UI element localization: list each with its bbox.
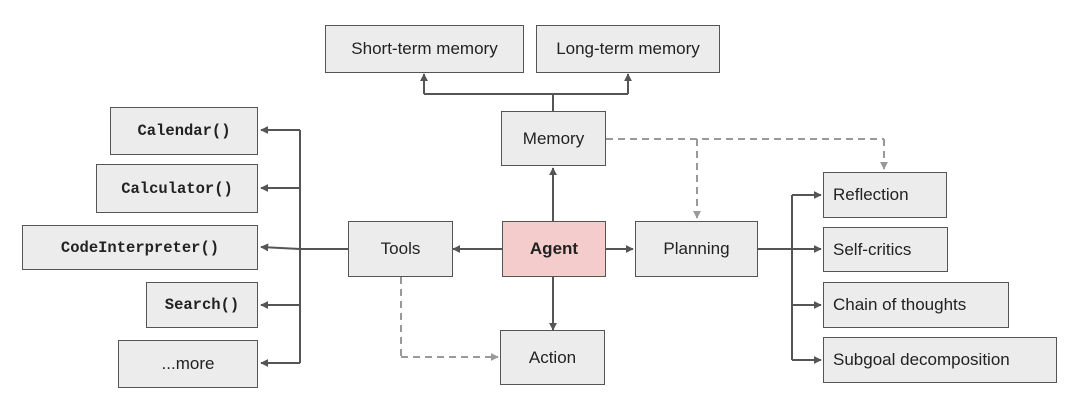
planning-item-label: Chain of thoughts [833, 295, 967, 314]
agent-label: Agent [529, 239, 579, 258]
memory-label: Memory [522, 128, 585, 148]
short-term-memory-box: Short-term memory [325, 25, 524, 73]
long-term-memory-label: Long-term memory [556, 39, 700, 58]
memory-to-stores-connector [420, 73, 632, 111]
memory-to-planning-dashed-connector [606, 138, 888, 219]
action-label: Action [528, 347, 577, 367]
tool-item-search: Search() [146, 282, 258, 328]
planning-to-items-connector [758, 191, 822, 364]
agent-box: Agent [502, 221, 606, 277]
tools-label: Tools [380, 239, 421, 258]
planning-item-label: Reflection [833, 185, 909, 204]
planning-item-subgoal-decomposition: Subgoal decomposition [823, 337, 1057, 383]
planning-item-chain-of-thoughts: Chain of thoughts [823, 282, 1009, 328]
planning-item-self-critics: Self-critics [823, 227, 948, 272]
tools-to-items-connector [260, 126, 348, 367]
planning-label: Planning [663, 239, 730, 258]
tool-item-code-interpreter: CodeInterpreter() [22, 225, 258, 270]
planning-item-reflection: Reflection [823, 172, 947, 218]
action-box: Action [500, 330, 605, 385]
tool-item-label: CodeInterpreter() [60, 238, 220, 257]
tool-item-label: Search() [164, 296, 240, 314]
tool-item-calendar: Calendar() [110, 107, 258, 155]
planning-box: Planning [635, 221, 758, 277]
tool-item-label: Calendar() [137, 122, 231, 140]
long-term-memory-box: Long-term memory [536, 25, 720, 73]
tools-to-action-dashed-connector [400, 277, 499, 361]
short-term-memory-label: Short-term memory [351, 39, 498, 58]
planning-item-label: Self-critics [833, 239, 912, 259]
tool-item-label: ...more [161, 354, 215, 373]
tool-item-more: ...more [118, 340, 258, 388]
memory-box: Memory [501, 111, 606, 166]
tool-item-label: Calculator() [121, 179, 233, 198]
tool-item-calculator: Calculator() [96, 164, 258, 213]
planning-item-label: Subgoal decomposition [833, 350, 1010, 369]
tools-box: Tools [348, 221, 453, 277]
